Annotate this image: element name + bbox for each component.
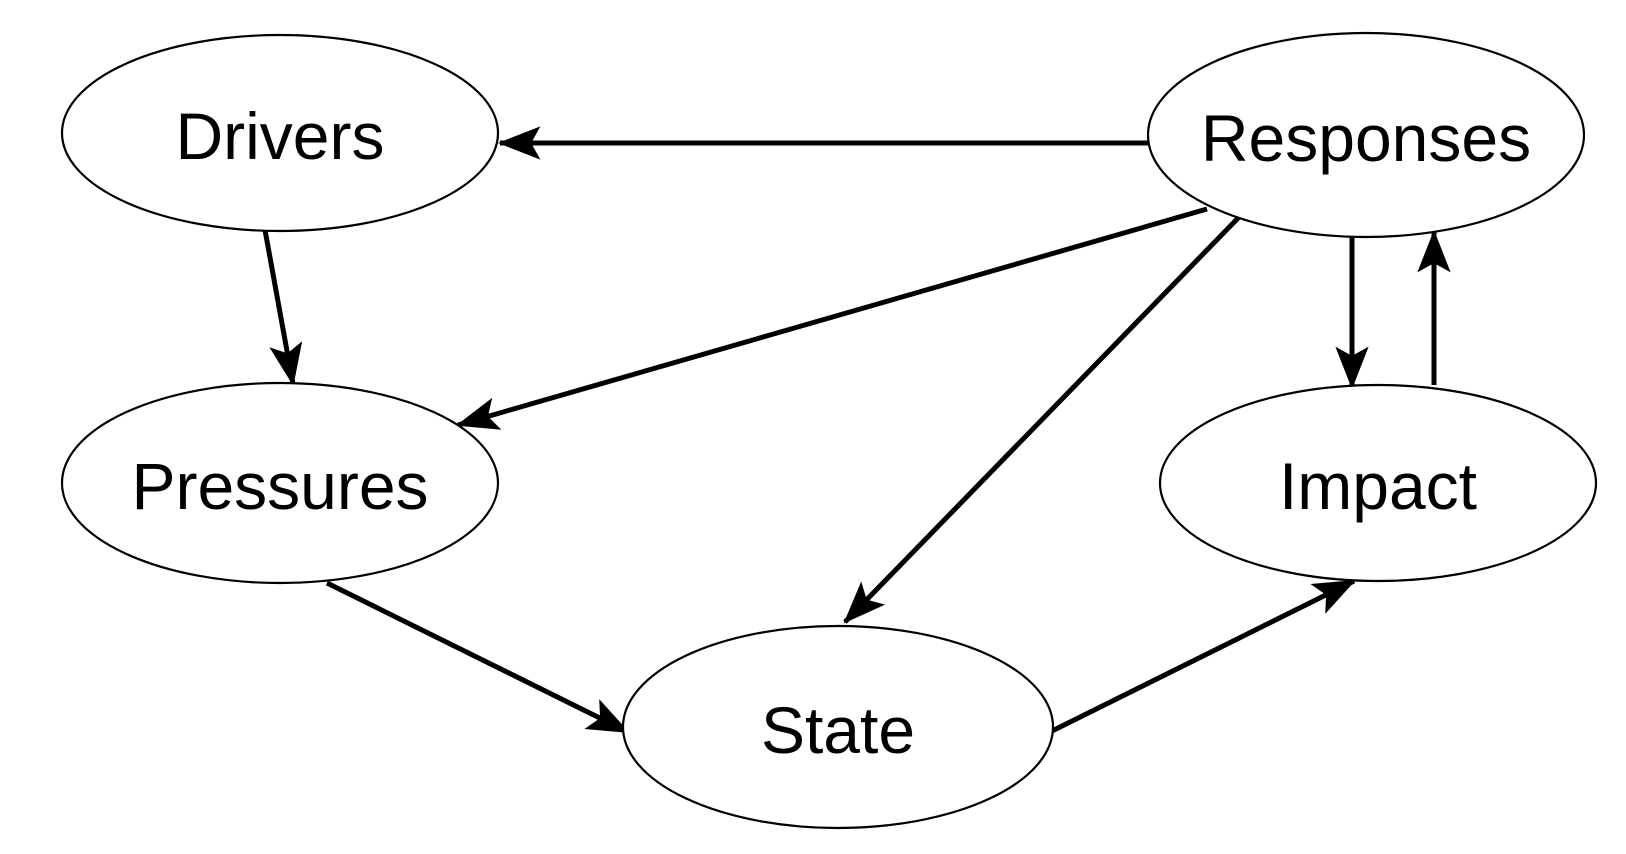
node-drivers[interactable]: Drivers bbox=[60, 33, 500, 233]
node-group: Drivers Responses Pressures Impact State bbox=[60, 31, 1598, 830]
edge-state-to-impact bbox=[1050, 578, 1356, 734]
edge-pressures-to-state bbox=[325, 580, 630, 735]
node-responses[interactable]: Responses bbox=[1146, 31, 1586, 239]
edge-responses-to-pressures bbox=[455, 206, 1208, 430]
responses-ellipse[interactable] bbox=[1146, 31, 1586, 239]
edge-drivers-to-pressures bbox=[262, 229, 303, 387]
node-impact[interactable]: Impact bbox=[1158, 383, 1598, 583]
edge-group bbox=[262, 126, 1451, 735]
state-label: State bbox=[761, 693, 915, 767]
node-pressures[interactable]: Pressures bbox=[60, 381, 500, 585]
pressures-ellipse[interactable] bbox=[60, 381, 500, 585]
impact-ellipse[interactable] bbox=[1158, 383, 1598, 583]
drivers-ellipse[interactable] bbox=[60, 33, 500, 233]
responses-label: Responses bbox=[1201, 101, 1531, 175]
drivers-label: Drivers bbox=[176, 99, 385, 173]
node-state[interactable]: State bbox=[621, 624, 1055, 830]
edge-responses-to-state bbox=[843, 211, 1245, 624]
state-ellipse[interactable] bbox=[621, 624, 1055, 830]
pressures-label: Pressures bbox=[131, 449, 428, 523]
impact-label: Impact bbox=[1279, 449, 1477, 523]
